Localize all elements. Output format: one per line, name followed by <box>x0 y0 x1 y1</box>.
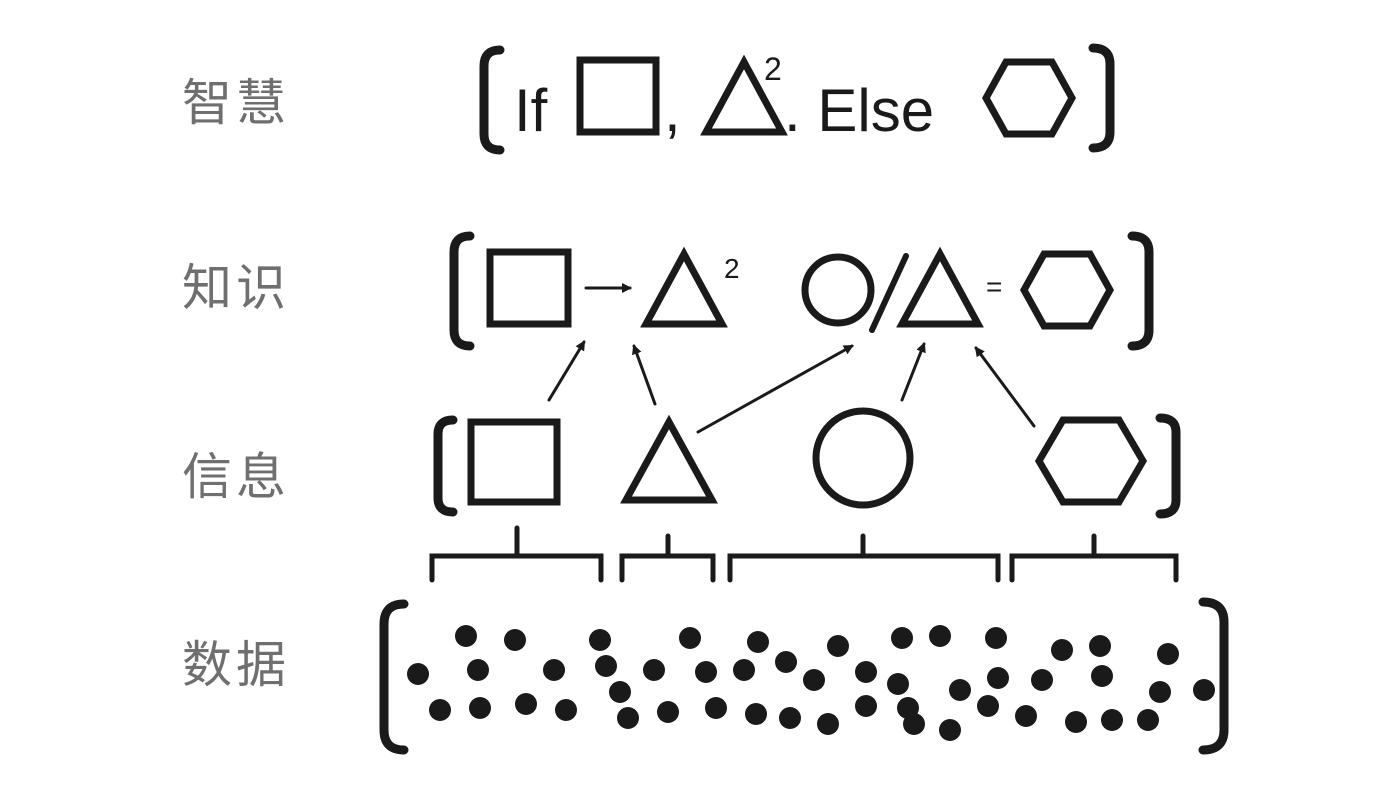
arrow-triangle-to-slash <box>696 344 854 434</box>
level-label-knowledge: 知识 <box>182 259 290 317</box>
data-point-6 <box>827 635 849 657</box>
data-point-2 <box>504 629 526 651</box>
data-left-bracket <box>379 599 409 755</box>
data-point-1 <box>455 625 477 647</box>
grouping-braces <box>429 525 1179 583</box>
data-point-45 <box>977 695 999 717</box>
data-points <box>407 625 1215 741</box>
data-point-17 <box>643 659 665 681</box>
information-row <box>433 407 1181 519</box>
arrow-triangle-to-triangle <box>632 344 657 406</box>
data-point-43 <box>903 713 925 735</box>
wisdom-hexagon-shape <box>981 58 1077 138</box>
data-point-26 <box>1031 669 1053 691</box>
brace-hexagon-group <box>1009 533 1179 583</box>
knowledge-hexagon-shape <box>1019 250 1115 330</box>
data-point-13 <box>407 663 429 685</box>
data-point-40 <box>817 713 839 735</box>
data-point-27 <box>1091 665 1113 687</box>
data-point-34 <box>609 681 631 703</box>
data-point-10 <box>1051 639 1073 661</box>
data-point-24 <box>949 679 971 701</box>
wisdom-row <box>479 43 1115 155</box>
data-point-38 <box>745 703 767 725</box>
level-label-wisdom: 智慧 <box>182 74 290 132</box>
data-point-25 <box>987 667 1009 689</box>
data-point-4 <box>679 627 701 649</box>
data-point-16 <box>595 655 617 677</box>
wisdom-right-bracket <box>1088 43 1115 153</box>
data-point-36 <box>657 701 679 723</box>
information-square-shape <box>467 418 561 506</box>
knowledge-row <box>449 231 1154 351</box>
brace-circle-group <box>727 533 1001 583</box>
data-point-28 <box>1149 681 1171 703</box>
data-point-18 <box>695 661 717 683</box>
data-point-49 <box>1137 709 1159 731</box>
knowledge-left-bracket <box>449 231 475 351</box>
data-point-46 <box>1015 705 1037 727</box>
data-point-20 <box>775 651 797 673</box>
knowledge-square-shape <box>486 248 572 328</box>
data-point-30 <box>429 699 451 721</box>
data-point-23 <box>887 673 909 695</box>
level-label-information: 信息 <box>182 448 290 506</box>
knowledge-exponent-text: 2 <box>724 253 740 284</box>
data-point-15 <box>543 659 565 681</box>
wisdom-if-text: If <box>514 77 548 144</box>
data-point-32 <box>515 693 537 715</box>
information-hexagon-shape <box>1034 416 1148 506</box>
wisdom-comma-text: , <box>664 77 681 144</box>
data-point-44 <box>939 719 961 741</box>
data-point-47 <box>1065 711 1087 733</box>
brace-square-group <box>429 525 604 583</box>
data-point-48 <box>1101 709 1123 731</box>
data-point-14 <box>467 659 489 681</box>
arrow-circle-to-triangle <box>900 342 926 402</box>
information-right-bracket <box>1155 413 1181 519</box>
data-point-8 <box>929 625 951 647</box>
data-point-39 <box>779 707 801 729</box>
data-point-5 <box>747 631 769 653</box>
information-to-knowledge-arrows <box>547 340 1036 434</box>
data-point-3 <box>589 629 611 651</box>
data-point-41 <box>855 695 877 717</box>
data-point-21 <box>803 669 825 691</box>
data-point-31 <box>469 697 491 719</box>
data-point-12 <box>1157 643 1179 665</box>
knowledge-circle-shape <box>801 253 875 327</box>
data-point-7 <box>891 627 913 649</box>
data-point-9 <box>985 627 1007 649</box>
brace-triangle-group <box>619 533 716 583</box>
knowledge-triangle-2-shape <box>896 246 984 328</box>
wisdom-exponent-text: 2 <box>764 51 782 87</box>
information-triangle-shape <box>620 414 718 504</box>
data-point-35 <box>617 707 639 729</box>
level-label-data: 数据 <box>182 636 290 694</box>
data-point-37 <box>705 697 727 719</box>
knowledge-triangle-shape <box>640 246 728 328</box>
arrow-square-to-square <box>547 340 586 402</box>
data-point-22 <box>855 661 877 683</box>
data-point-29 <box>1193 679 1215 701</box>
knowledge-right-bracket <box>1127 231 1154 351</box>
knowledge-equals-text: = <box>986 271 1002 302</box>
information-left-bracket <box>433 415 458 517</box>
data-point-11 <box>1089 635 1111 657</box>
wisdom-triangle-shape <box>700 54 788 136</box>
data-right-bracket <box>1198 597 1229 755</box>
data-point-19 <box>733 659 755 681</box>
wisdom-square-shape <box>576 56 660 136</box>
wisdom-else-text: . Else <box>784 77 934 144</box>
wisdom-left-bracket <box>479 45 505 155</box>
knowledge-slash-line <box>869 253 909 333</box>
information-circle-shape <box>812 407 914 509</box>
arrow-hexagon-to-triangle <box>974 346 1036 428</box>
data-point-33 <box>555 699 577 721</box>
data-row-brackets <box>379 597 1229 755</box>
